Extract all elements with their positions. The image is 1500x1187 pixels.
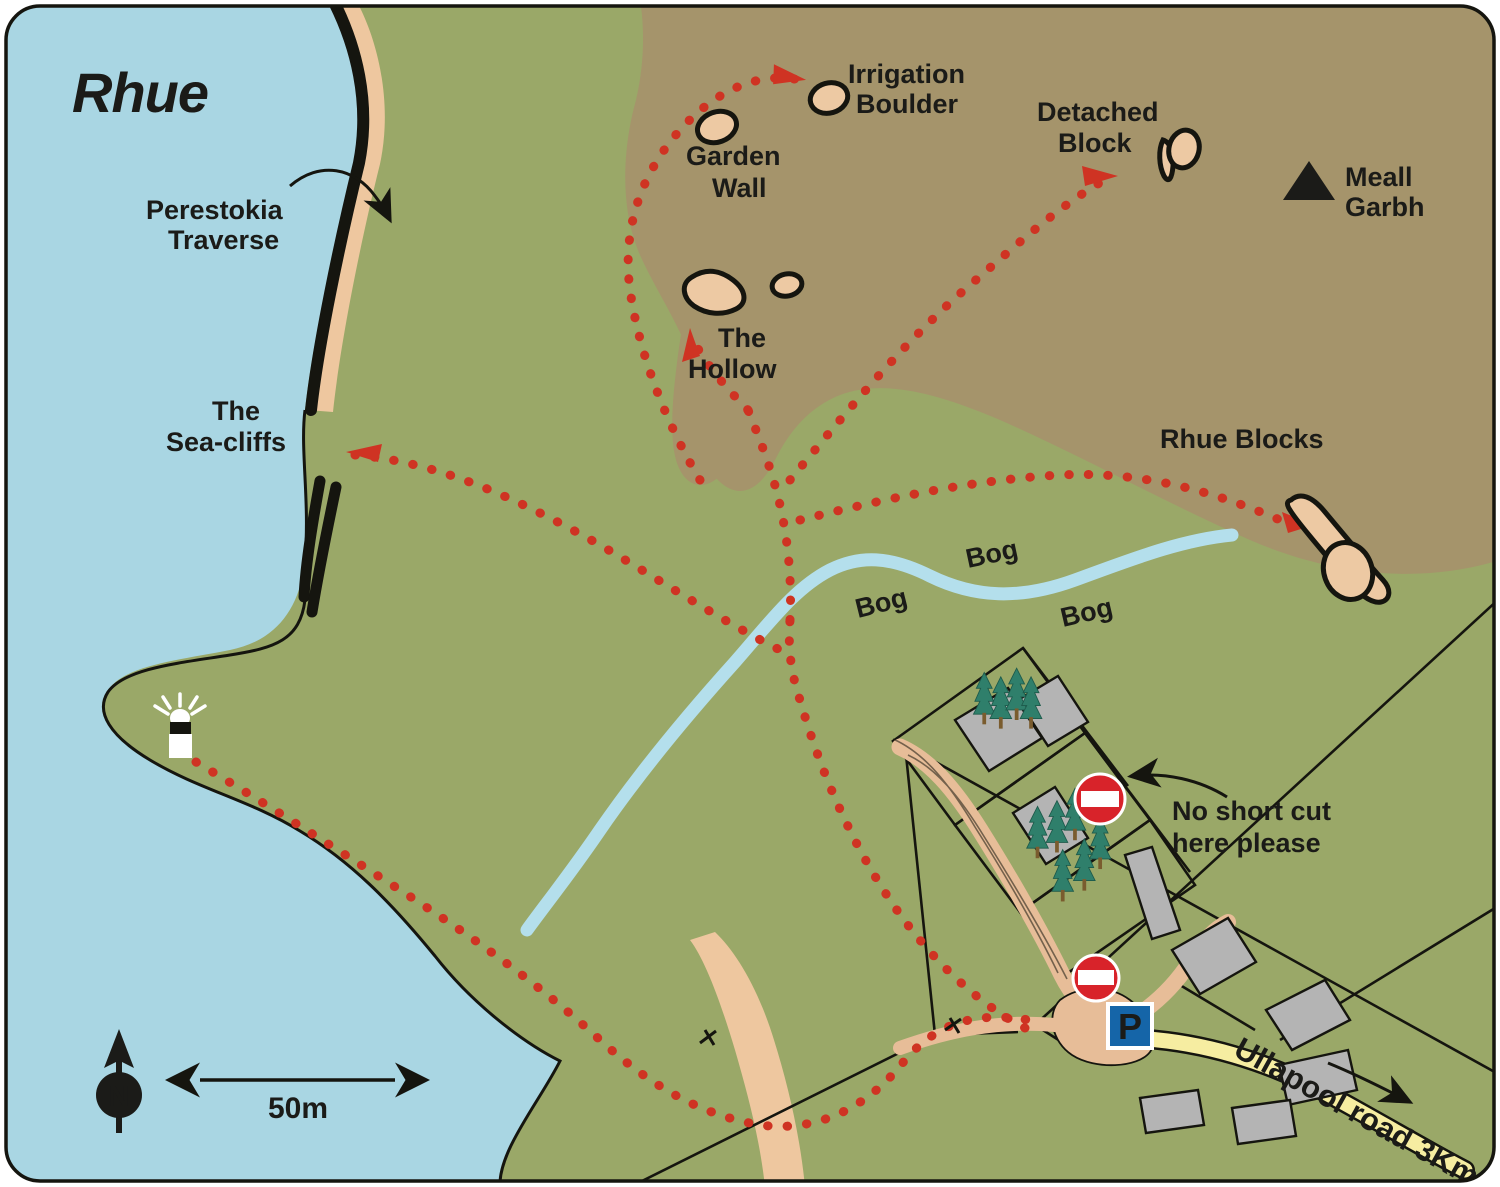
parking-sign: P xyxy=(1106,1002,1154,1050)
gate-marks xyxy=(699,1017,962,1046)
hollow-boulder-main xyxy=(681,268,747,316)
arrow-sea-cliffs xyxy=(346,444,382,462)
irrigation-boulder-shape xyxy=(807,80,851,116)
label-perestokia-traverse: Perestokia Traverse xyxy=(146,195,284,255)
arrow-irrigation xyxy=(773,64,807,85)
stream-burn xyxy=(520,528,1239,937)
upland-lobe xyxy=(672,270,747,485)
garden-line2: Wall xyxy=(712,173,767,203)
perestokia-line2: Traverse xyxy=(168,225,279,255)
meall-garbh-summit-icon xyxy=(1283,161,1335,200)
building xyxy=(1277,1048,1359,1107)
label-the-hollow: The Hollow xyxy=(688,323,777,384)
parking-sign-letter: P xyxy=(1118,1006,1142,1047)
coastline-outline xyxy=(102,409,563,1181)
garden-line1: Garden xyxy=(686,141,781,171)
sea-cliff-line-south xyxy=(306,481,342,618)
building xyxy=(1264,978,1352,1052)
detached-line2: Block xyxy=(1058,128,1133,158)
no-entry-sign-lower xyxy=(1071,953,1121,1003)
path-spine-upper xyxy=(743,405,796,625)
no-entry-sign-upper xyxy=(1073,772,1127,826)
sea-cliff-line-mid xyxy=(298,475,326,603)
boulders xyxy=(681,80,1392,605)
label-irrigation-boulder: Irrigation Boulder xyxy=(848,59,965,119)
building xyxy=(1230,1098,1298,1146)
north-arrow-letter: N xyxy=(108,1080,130,1113)
noshortcut-line2: here please xyxy=(1172,828,1321,858)
lower-track xyxy=(893,1016,1062,1055)
beach-south xyxy=(690,932,805,1181)
seacliffs-line1: The xyxy=(212,396,260,426)
scale-bar-label: 50m xyxy=(268,1092,328,1125)
sea-cliff-line-north xyxy=(305,6,370,416)
label-meall-garbh: Meall Garbh xyxy=(1345,162,1425,222)
page-title: Rhue xyxy=(72,61,208,124)
path-main-spine xyxy=(784,615,1030,1033)
path-to-detached-block xyxy=(785,173,1113,485)
detached-block-main xyxy=(1166,127,1202,171)
map-frame-border xyxy=(4,4,1496,1183)
label-the-sea-cliffs: The Sea-cliffs xyxy=(166,396,286,457)
north-arrow: N xyxy=(96,1029,142,1133)
building xyxy=(1123,845,1182,941)
rhue-block-round xyxy=(1320,540,1376,602)
croft-track-outline xyxy=(892,738,1068,980)
no-short-cut-leader-arrow xyxy=(1127,757,1228,799)
path-to-rhue-blocks xyxy=(795,470,1285,525)
hollow-line1: The xyxy=(718,323,766,353)
upland-moor xyxy=(625,6,1494,574)
building xyxy=(1138,1088,1206,1135)
building xyxy=(1170,916,1258,996)
label-detached-block: Detached Block xyxy=(1037,97,1159,158)
seacliffs-line2: Sea-cliffs xyxy=(166,427,286,457)
label-no-short-cut: No short cut here please xyxy=(1172,796,1331,858)
arrow-hollow xyxy=(682,328,700,362)
detached-line1: Detached xyxy=(1037,97,1159,127)
perestokia-leader-arrow xyxy=(289,168,392,224)
meall-line2: Garbh xyxy=(1345,192,1425,222)
path-to-irrigation-boulder xyxy=(623,73,805,485)
ullapool-road-direction-arrow xyxy=(1327,1061,1414,1104)
scale-bar: 50m xyxy=(165,1062,430,1125)
arrow-detached xyxy=(1082,166,1118,186)
lighthouse-icon xyxy=(153,692,207,758)
hollow-line2: Hollow xyxy=(688,354,777,384)
irrigation-line2: Boulder xyxy=(856,89,958,119)
building xyxy=(1016,674,1090,748)
label-rhue-blocks: Rhue Blocks xyxy=(1160,424,1324,454)
path-lighthouse-to-road xyxy=(191,757,1045,1131)
garden-wall-shape xyxy=(695,108,739,146)
path-arrowheads xyxy=(346,64,1314,533)
path-to-sea-cliffs xyxy=(350,450,785,655)
label-garden-wall: Garden Wall xyxy=(686,141,781,203)
hollow-boulder-small xyxy=(769,271,805,299)
irrigation-line1: Irrigation xyxy=(848,59,965,89)
perestokia-line1: Perestokia xyxy=(146,195,284,225)
meall-line1: Meall xyxy=(1345,162,1413,192)
noshortcut-line1: No short cut xyxy=(1172,796,1331,826)
